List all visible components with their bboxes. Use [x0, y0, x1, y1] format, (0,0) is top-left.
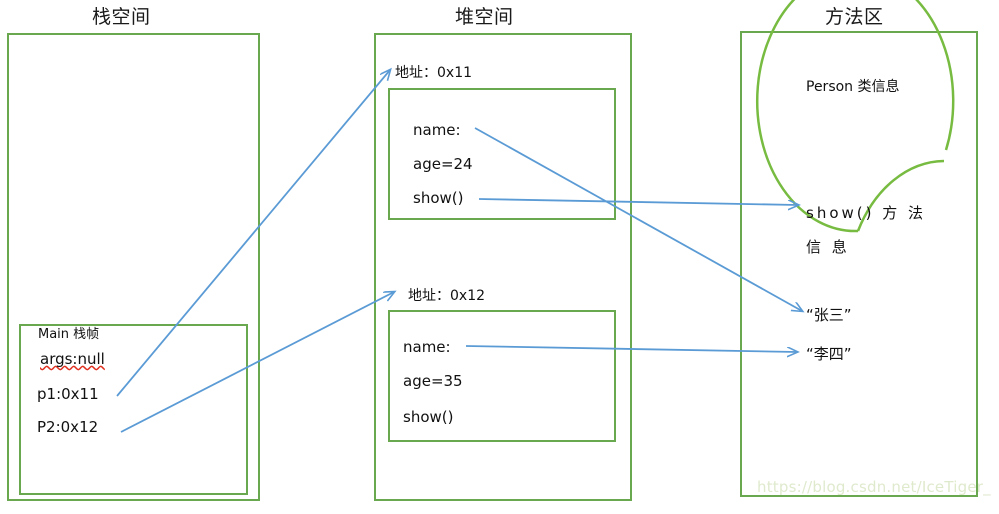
method-area-string-zhangsan: “张三” — [806, 306, 852, 324]
method-area-region-box — [740, 31, 978, 497]
heap-object-1-field-age: age=24 — [413, 155, 473, 173]
heap-object-1-field-name: name: — [413, 121, 461, 139]
stack-frame-label: Main 栈帧 — [38, 327, 100, 342]
heap-object-1-field-show: show() — [413, 189, 464, 207]
heap-object-2-address-label: 地址：0x12 — [408, 288, 486, 304]
method-area-region-title: 方法区 — [825, 6, 884, 28]
stack-field-args: args:null — [40, 350, 105, 368]
method-area-string-lisi: “李四” — [806, 345, 852, 363]
watermark: https://blog.csdn.net/IceTiger_ — [757, 478, 991, 496]
heap-region-title: 堆空间 — [455, 6, 514, 28]
stack-field-p1: p1:0x11 — [37, 385, 99, 403]
heap-object-2-field-name: name: — [403, 338, 451, 356]
stack-region-title: 栈空间 — [92, 6, 151, 28]
stack-field-p2: P2:0x12 — [37, 418, 99, 436]
heap-object-2-field-age: age=35 — [403, 372, 463, 390]
method-area-show-method-line1: show() 方 法 — [806, 204, 927, 222]
heap-object-2-field-show: show() — [403, 408, 454, 426]
method-area-show-method-line2: 信 息 — [806, 238, 850, 256]
person-class-label: Person 类信息 — [806, 79, 900, 95]
heap-object-1-address-label: 地址：0x11 — [395, 65, 473, 81]
